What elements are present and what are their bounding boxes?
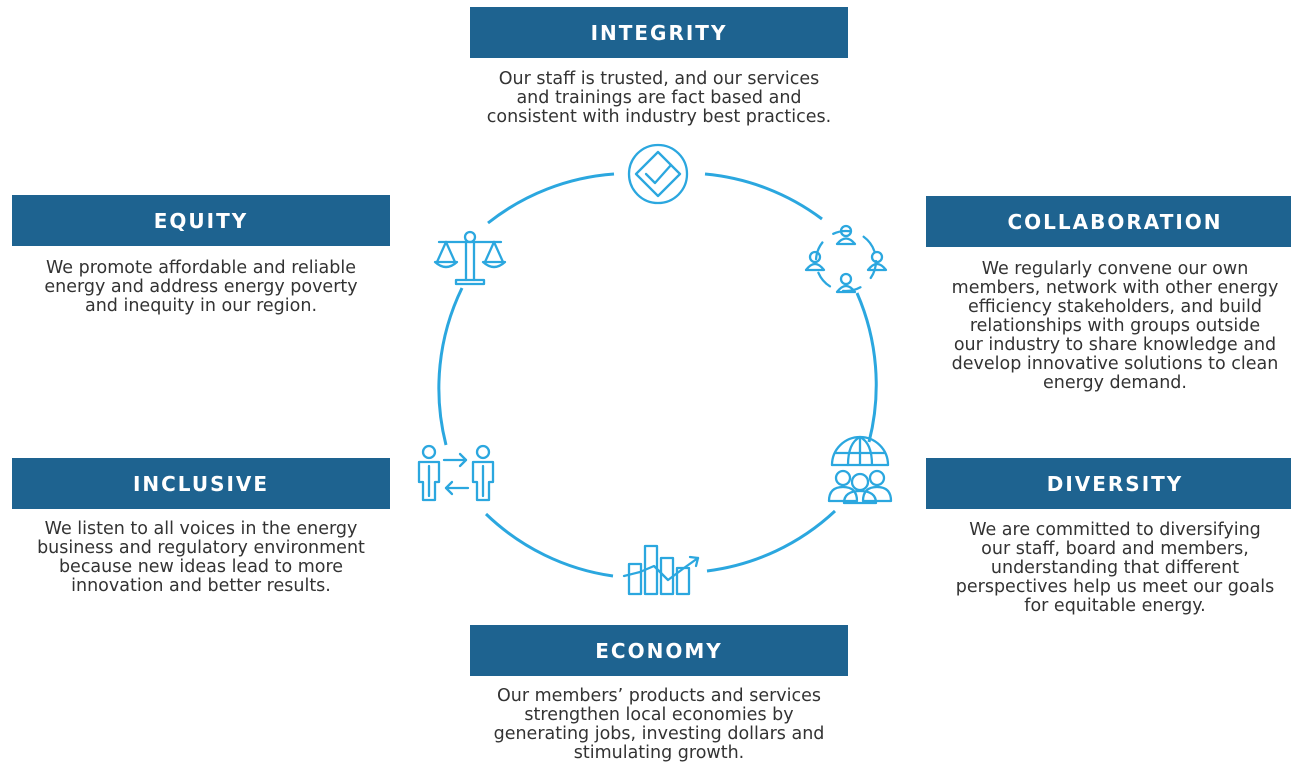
economy-title: ECONOMY [595,638,723,663]
inclusive-header: INCLUSIVE [12,458,390,509]
equity-header: EQUITY [12,195,390,246]
diversity-desc-line: our staff, board and members, [981,539,1249,559]
collaboration-desc-line: members, network with other energy [951,278,1279,298]
integrity-desc-line: Our staff is trusted, and our services [498,69,820,89]
diversity-desc-line: understanding that different [990,558,1240,578]
collaboration-title: COLLABORATION [1007,209,1223,234]
equity-desc-line: We promote affordable and reliable [46,258,356,278]
integrity-header: INTEGRITY [470,7,848,58]
collaboration-desc-line: energy demand. [1043,373,1187,393]
collaboration-description: We regularly convene our own members, ne… [911,260,1291,393]
economy-desc-line: Our members’ products and services [496,686,822,706]
inclusive-desc-line: business and regulatory environment [37,538,365,558]
integrity-description: Our staff is trusted, and our services a… [458,70,860,127]
diversity-desc-line: We are committed to diversifying [969,520,1261,540]
inclusive-desc-line: We listen to all voices in the energy [44,519,358,539]
diversity-header: DIVERSITY [926,458,1291,509]
balance-scale-icon [433,230,507,286]
checkmark-icon [627,143,689,205]
equity-desc-line: energy and address energy poverty [44,277,358,297]
economy-description: Our members’ products and services stren… [458,687,860,763]
diversity-title: DIVERSITY [1046,471,1184,496]
collaboration-desc-line: relationships with groups outside [969,316,1261,336]
people-network-icon [804,224,888,294]
collaboration-desc-line: efficiency stakeholders, and build [967,297,1263,317]
integrity-title: INTEGRITY [590,20,728,45]
integrity-desc-line: consistent with industry best practices. [486,107,832,127]
economy-desc-line: generating jobs, investing dollars and [493,724,825,744]
equity-description: We promote affordable and reliable energ… [0,259,402,316]
cycle-ring [437,172,878,578]
globe-people-icon [827,435,893,505]
collaboration-desc-line: develop innovative solutions to clean [951,354,1279,374]
bar-chart-growth-icon [622,544,700,596]
collaboration-header: COLLABORATION [926,196,1291,247]
collaboration-desc-line: our industry to share knowledge and [953,335,1277,355]
diversity-desc-line: for equitable energy. [1024,596,1206,616]
inclusive-title: INCLUSIVE [132,471,270,496]
inclusive-desc-line: innovation and better results. [71,576,331,596]
inclusive-desc-line: because new ideas lead to more [58,557,344,577]
inclusive-description: We listen to all voices in the energy bu… [0,520,402,596]
people-exchange-icon [417,444,495,502]
diversity-description: We are committed to diversifying our sta… [911,521,1291,616]
equity-title: EQUITY [153,208,249,233]
economy-header: ECONOMY [470,625,848,676]
integrity-desc-line: and trainings are fact based and [516,88,802,108]
diversity-desc-line: perspectives help us meet our goals [955,577,1275,597]
economy-desc-line: stimulating growth. [573,743,745,763]
equity-desc-line: and inequity in our region. [84,296,318,316]
collaboration-desc-line: We regularly convene our own [981,259,1249,279]
economy-desc-line: strengthen local economies by [524,705,794,725]
